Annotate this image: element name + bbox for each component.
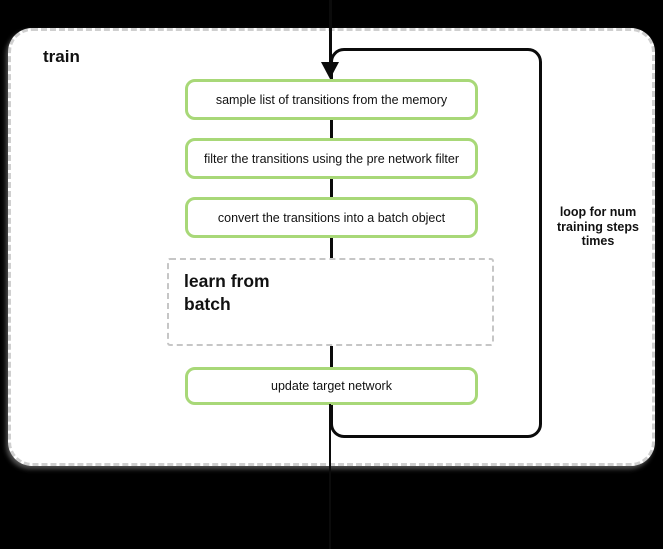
arrow-down-icon: [321, 62, 339, 79]
train-title: train: [43, 47, 80, 66]
step-box-filter-transitions: filter the transitions using the pre net…: [185, 138, 478, 179]
entry-flow-line: [329, 0, 332, 64]
step-label: update target network: [271, 379, 392, 393]
loop-annotation: loop for num training steps times: [557, 205, 639, 248]
step-label: sample list of transitions from the memo…: [215, 92, 448, 107]
subprocess-box-learn-from-batch: learn from batch: [167, 258, 494, 346]
step-box-sample-transitions: sample list of transitions from the memo…: [185, 79, 478, 120]
exit-flow-line: [329, 404, 331, 549]
step-label: convert the transitions into a batch obj…: [217, 210, 446, 225]
loop-boundary: [330, 48, 542, 438]
step-box-update-target-network: update target network: [185, 367, 478, 405]
step-box-convert-batch: convert the transitions into a batch obj…: [185, 197, 478, 238]
step-label: filter the transitions using the pre net…: [204, 151, 459, 166]
